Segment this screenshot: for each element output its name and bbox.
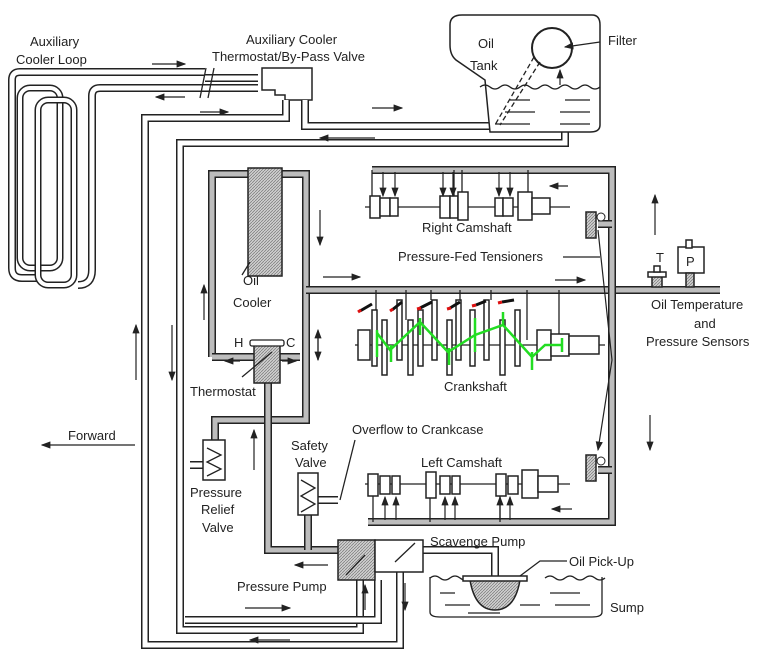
thermostat-label: Thermostat (190, 384, 256, 399)
relief-label-2: Relief (201, 502, 235, 517)
filter (531, 27, 573, 69)
oil-tank (449, 14, 601, 133)
oil-pipes (141, 100, 720, 649)
pressure-pump-label: Pressure Pump (237, 579, 327, 594)
relief-label-1: Pressure (190, 485, 242, 500)
tensioner-left (585, 454, 597, 482)
pressure-relief-valve (202, 439, 226, 481)
oil-pickup (469, 579, 521, 611)
pressure-pump (337, 539, 376, 581)
sump-label: Sump (610, 600, 644, 615)
right-camshaft (365, 170, 570, 221)
sensor-t-label: T (656, 250, 664, 265)
temperature-sensor (647, 265, 667, 288)
crankshaft-label: Crankshaft (444, 379, 507, 394)
aux-loop-label-1: Auxiliary (30, 34, 80, 49)
crankshaft (355, 290, 605, 376)
relief-label-3: Valve (202, 520, 234, 535)
pressure-sensor (677, 239, 705, 288)
tensioner-right (585, 211, 597, 239)
oil-tank-label-2: Tank (470, 58, 498, 73)
sensor-p-label: P (686, 254, 695, 269)
scavenge-pump (374, 539, 424, 573)
filter-label: Filter (608, 33, 638, 48)
oil-pickup-label: Oil Pick-Up (569, 554, 634, 569)
sump (429, 575, 606, 618)
sensors-label-1: Oil Temperature (651, 297, 743, 312)
oil-cooler-label-1: Oil (243, 273, 259, 288)
tensioners-label: Pressure-Fed Tensioners (398, 249, 543, 264)
aux-valve-label-2: Thermostat/By-Pass Valve (212, 49, 365, 64)
sensors-label-2: and (694, 316, 716, 331)
oil-cooler (247, 167, 283, 277)
left-camshaft-label: Left Camshaft (421, 455, 502, 470)
safety-valve-label-1: Safety (291, 438, 328, 453)
hot-label: H (234, 335, 243, 350)
oil-tank-label-1: Oil (478, 36, 494, 51)
aux-valve-label-1: Auxiliary Cooler (246, 32, 338, 47)
oil-cooler-label-2: Cooler (233, 295, 272, 310)
sensors-label-3: Pressure Sensors (646, 334, 750, 349)
scavenge-pump-label: Scavenge Pump (430, 534, 525, 549)
safety-valve-label-2: Valve (295, 455, 327, 470)
auxiliary-bypass-valve (261, 67, 313, 101)
auxiliary-cooler-loop (8, 60, 258, 289)
aux-loop-label-2: Cooler Loop (16, 52, 87, 67)
right-camshaft-label: Right Camshaft (422, 220, 512, 235)
left-camshaft (365, 469, 570, 522)
forward-label: Forward (68, 428, 116, 443)
cold-label: C (286, 335, 295, 350)
overflow-label: Overflow to Crankcase (352, 422, 484, 437)
